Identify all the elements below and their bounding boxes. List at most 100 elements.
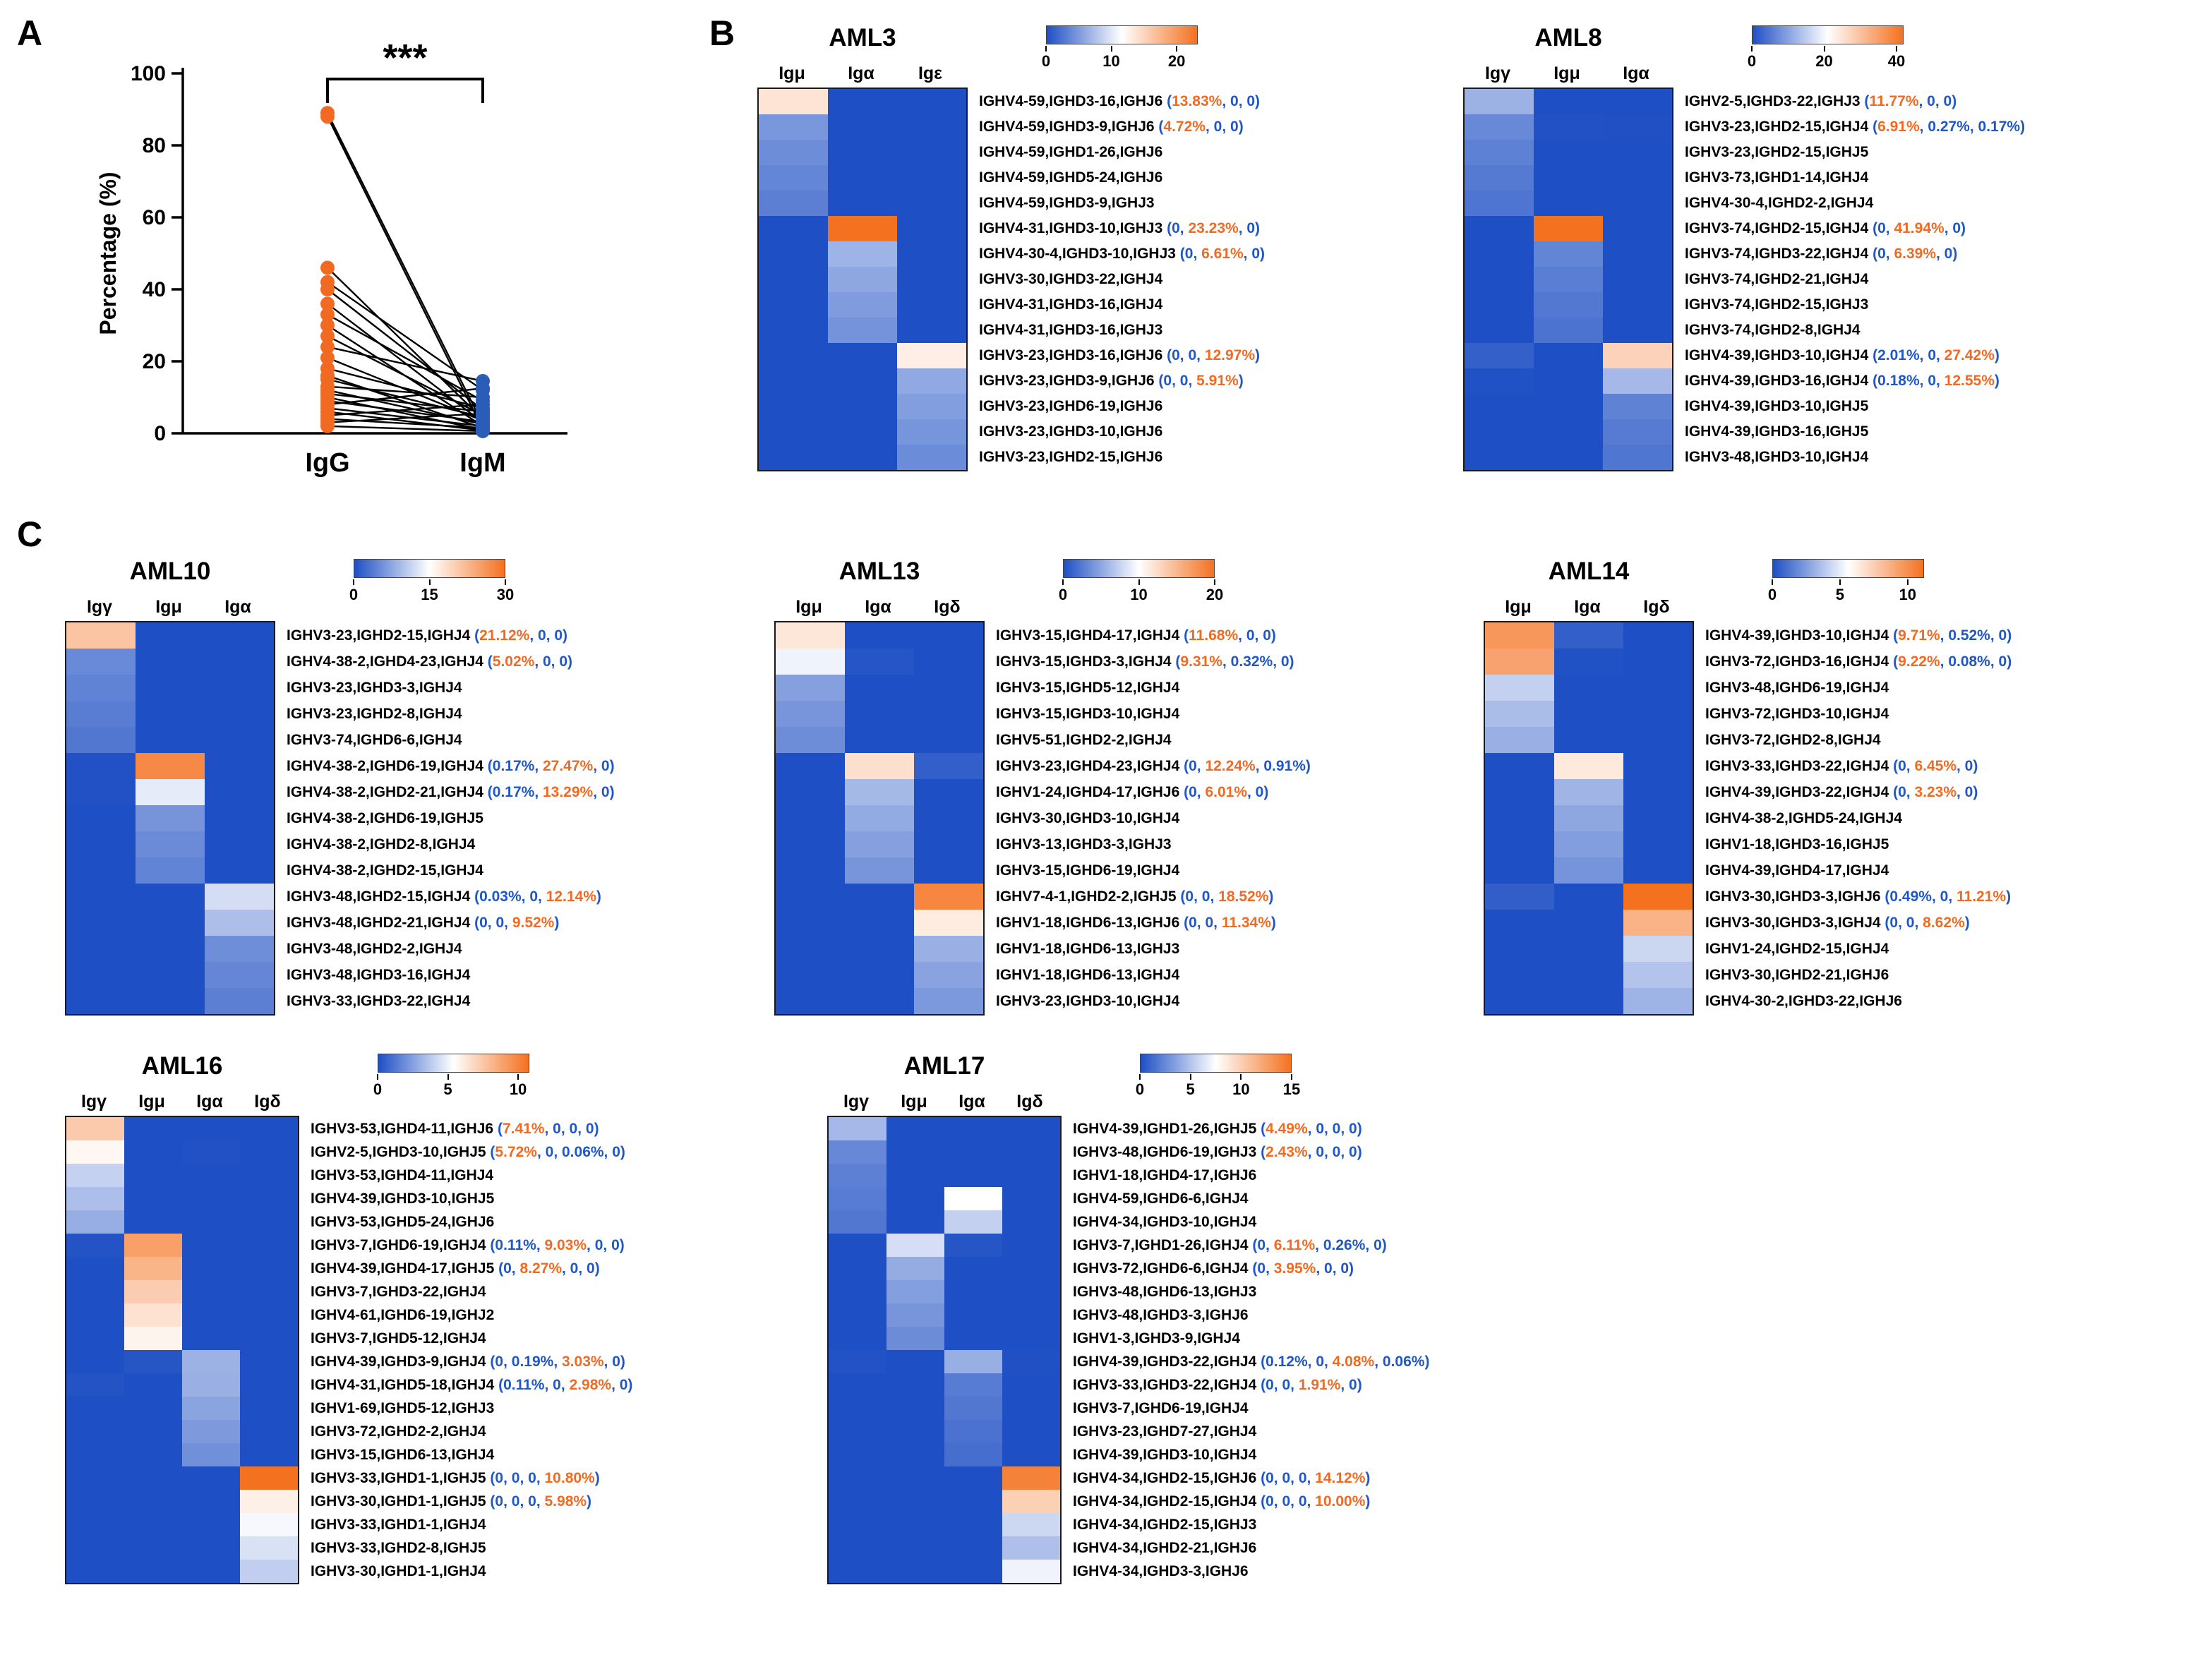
annotation-percent: 3.23% <box>1914 784 1956 800</box>
annotation-value: , <box>1194 888 1202 905</box>
clone-label: IGHV3-7,IGHD3-22,IGHJ4 <box>311 1280 827 1303</box>
annotation-value: 0 <box>1266 1377 1274 1393</box>
heatmap-cell <box>1485 936 1554 962</box>
heatmap-row <box>1465 165 1672 191</box>
heatmap-cell <box>1002 1513 1060 1536</box>
colorbar-tick-label: 10 <box>1232 1080 1250 1098</box>
annotation-value: 0 <box>1877 220 1886 236</box>
heatmap-cell <box>136 831 205 857</box>
annotation-value: 0 <box>1906 915 1915 931</box>
heatmap-row <box>1485 622 1693 649</box>
annotation-percent: 3.95% <box>1273 1260 1316 1277</box>
colorbar-gradient <box>354 559 505 578</box>
clone-label: IGHV4-59,IGHD3-16,IGHJ6 (13.83%, 0, 0) <box>979 89 1463 114</box>
heatmap-cell <box>914 884 983 910</box>
clone-name: IGHV3-74,IGHD2-21,IGHJ4 <box>1685 271 1869 287</box>
heatmap-cell <box>829 1303 886 1327</box>
heatmap-cell <box>1623 753 1693 779</box>
annotation-value: ( <box>1889 758 1899 774</box>
colorbar-tick-label: 20 <box>1206 586 1224 603</box>
clone-name: IGHV3-23,IGHD2-15,IGHJ4 <box>287 627 471 644</box>
clone-name: IGHV3-33,IGHD1-1,IGHJ4 <box>311 1517 486 1533</box>
annotation-value: ) <box>1268 888 1274 905</box>
isotype-column-header: Igα <box>196 1092 223 1111</box>
heatmap-row <box>776 701 983 727</box>
heatmap-cell <box>1534 191 1603 216</box>
annotation-value: , <box>551 653 560 670</box>
annotation-value: 0 <box>1189 915 1197 931</box>
annotation-value: 0 <box>569 1121 578 1137</box>
heatmap-cell <box>829 1490 886 1513</box>
heatmap-row <box>759 89 966 114</box>
heatmap-cell <box>182 1560 240 1583</box>
annotation-value: ) <box>627 1377 633 1393</box>
clone-name: IGHV5-51,IGHD2-2,IGHJ4 <box>996 732 1172 748</box>
heatmap-row <box>759 216 966 241</box>
heatmap-cell <box>1465 419 1534 445</box>
clone-label: IGHV3-48,IGHD3-16,IGHJ4 <box>287 962 774 988</box>
annotation-value: ( <box>1256 1354 1266 1370</box>
heatmap-cell <box>1623 857 1693 884</box>
clone-label: IGHV3-30,IGHD1-1,IGHJ4 <box>311 1560 827 1583</box>
annotation-value: , <box>534 758 543 774</box>
clone-name: IGHV4-39,IGHD3-10,IGHJ5 <box>311 1191 495 1207</box>
clone-name: IGHV3-23,IGHD2-15,IGHJ6 <box>979 449 1163 465</box>
colorbar-gradient <box>1752 25 1904 44</box>
heatmap-cell <box>776 779 845 805</box>
heatmap-cell <box>944 1536 1002 1560</box>
heatmap-cell <box>240 1140 298 1164</box>
clone-name: IGHV3-30,IGHD3-3,IGHJ6 <box>1705 888 1881 905</box>
annotation-value: ( <box>1868 373 1878 389</box>
heatmap-cell <box>845 988 914 1014</box>
annotation-value: , <box>1222 653 1231 670</box>
annotation-value: 0 <box>1257 1260 1266 1277</box>
heatmap-row <box>66 884 274 910</box>
heatmap-row <box>66 1466 298 1490</box>
annotation-percent: 10.80% <box>544 1470 595 1486</box>
heatmap-cell <box>886 1536 944 1560</box>
heatmap-cell <box>66 1257 124 1280</box>
annotation-value: , <box>504 915 512 931</box>
annotation-value: , <box>1307 1354 1316 1370</box>
heatmap-cell <box>914 753 983 779</box>
svg-text:60: 60 <box>143 206 166 229</box>
heatmap-cell <box>136 857 205 884</box>
colorbar-tick-label: 0 <box>1058 586 1068 603</box>
heatmap-cell <box>66 1397 124 1420</box>
annotation-value: , <box>1196 758 1206 774</box>
colorbar-gradient <box>1063 559 1215 578</box>
clone-label: IGHV3-15,IGHD3-10,IGHJ4 <box>996 701 1484 727</box>
annotation-value: 0 <box>1246 220 1256 236</box>
heatmap-cell <box>914 649 983 675</box>
annotation-percent: 7.41% <box>502 1121 545 1137</box>
heatmap-row <box>829 1350 1060 1373</box>
clone-label: IGHV3-23,IGHD2-15,IGHJ4 (21.12%, 0, 0) <box>287 622 774 649</box>
heatmap-cell <box>759 318 828 343</box>
heatmap-grid <box>827 1116 1062 1584</box>
clone-name: IGHV4-38-2,IGHD5-24,IGHJ4 <box>1705 810 1902 826</box>
annotation-value: 0 <box>542 653 551 670</box>
clone-name: IGHV3-23,IGHD3-3,IGHJ4 <box>287 680 462 696</box>
annotation-percent: 2.43% <box>1266 1144 1308 1160</box>
heatmap-row <box>759 292 966 318</box>
annotation-value: ) <box>1357 1144 1362 1160</box>
annotation-value: ( <box>1154 373 1164 389</box>
heatmap-row <box>759 343 966 368</box>
heatmap-cell <box>1554 910 1623 936</box>
heatmap-cell <box>205 936 274 962</box>
clone-label: IGHV3-23,IGHD2-15,IGHJ6 <box>979 445 1463 470</box>
annotation-value: 0.19% <box>511 1354 554 1370</box>
heatmap-cell <box>1465 394 1534 419</box>
heatmap-cell <box>240 1117 298 1140</box>
heatmap-cell <box>182 1257 240 1280</box>
heatmap-row <box>829 1234 1060 1257</box>
annotation-value: ) <box>1973 784 1978 800</box>
annotation-value: ( <box>1154 119 1164 135</box>
clone-name: IGHV3-72,IGHD3-10,IGHJ4 <box>1705 706 1889 722</box>
annotation-value: , <box>1210 888 1219 905</box>
annotation-value: , <box>1906 784 1915 800</box>
heatmap-cell <box>829 1164 886 1187</box>
heatmap-cell <box>886 1466 944 1490</box>
clone-label: IGHV4-38-2,IGHD5-24,IGHJ4 <box>1705 805 2193 831</box>
